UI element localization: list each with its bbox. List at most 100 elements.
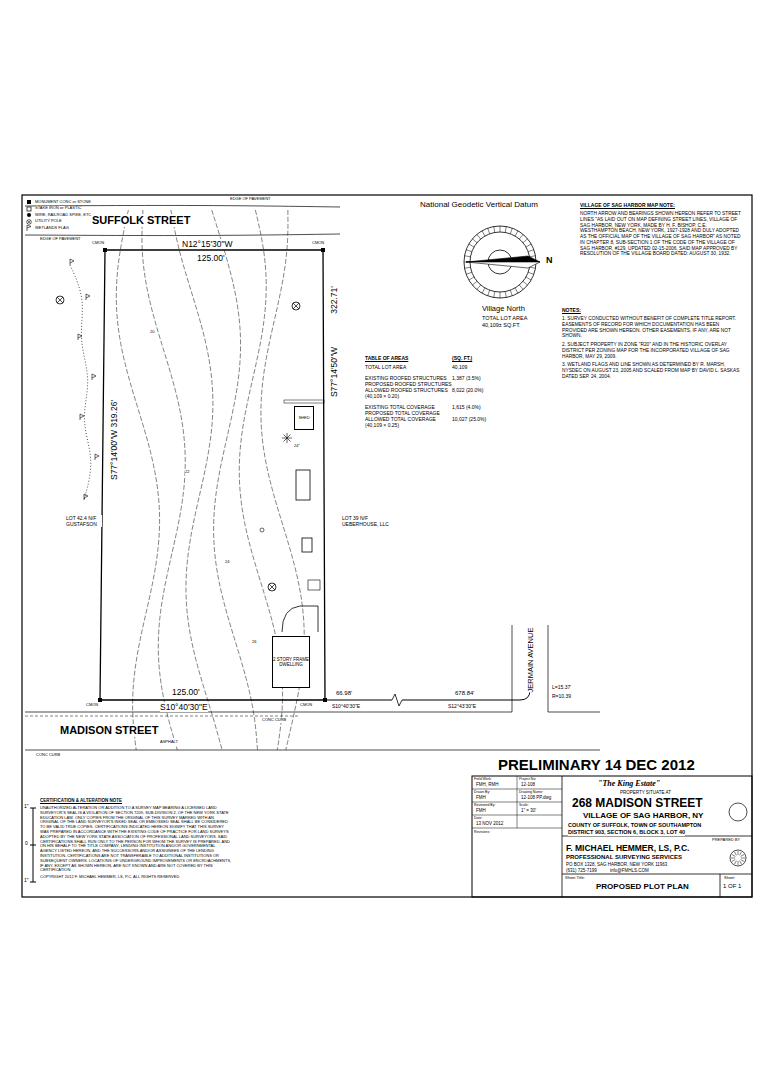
bearing: S12°43'30"E bbox=[448, 703, 476, 709]
datum-note: National Geodetic Vertical Datum bbox=[420, 200, 538, 210]
sheet-number: 1 OF 1 bbox=[723, 883, 741, 890]
title-block-rule bbox=[472, 828, 562, 829]
sheet-border bbox=[22, 195, 752, 897]
compass-tick bbox=[465, 256, 471, 257]
compass-tick bbox=[494, 292, 495, 298]
table-cell: 1,615 (4.0%) bbox=[452, 404, 481, 410]
map-note: NORTH ARROW AND BEARINGS SHOWN HEREON RE… bbox=[580, 211, 744, 257]
compass-tick bbox=[530, 267, 536, 268]
compass-tick bbox=[505, 227, 506, 233]
building-label: 2 STORY FRAME DWELLING bbox=[273, 657, 309, 667]
compass-tick bbox=[523, 281, 528, 285]
cell-caption: Drawn By: bbox=[474, 790, 490, 794]
monument-symbol bbox=[103, 248, 107, 252]
cell-caption: Date: bbox=[474, 816, 482, 820]
contour-elevation: 26 bbox=[252, 640, 256, 645]
property-line bbox=[100, 250, 325, 700]
title-label: Sheet bbox=[724, 876, 734, 881]
survey-note: 3. WETLAND FLAGS AND LINE SHOWN AS DETER… bbox=[562, 362, 744, 379]
distance: 322.71' bbox=[329, 286, 339, 314]
firm-logo bbox=[738, 851, 739, 855]
street-line bbox=[325, 700, 392, 701]
cell-caption: Revisions: bbox=[474, 830, 490, 834]
pavement-edge bbox=[548, 625, 549, 712]
firm-logo bbox=[740, 861, 742, 864]
street-line bbox=[402, 700, 520, 701]
firm-logo bbox=[732, 860, 735, 862]
adjoiner-label: LOT 39 N/F UEBERHOUSE, LLC bbox=[342, 515, 392, 527]
contour-line bbox=[212, 210, 258, 750]
monument-label: CMON bbox=[300, 703, 312, 708]
contour-line bbox=[116, 210, 159, 750]
wetland-flag bbox=[80, 414, 84, 420]
contour-elevation: 20 bbox=[150, 330, 154, 335]
sheet-title: PROPOSED PLOT PLAN bbox=[596, 882, 689, 892]
compass-tick bbox=[466, 272, 472, 274]
monument-symbol bbox=[321, 248, 325, 252]
firm-logo bbox=[741, 855, 744, 857]
compass-tick bbox=[488, 228, 490, 234]
compass-tick bbox=[494, 227, 495, 233]
cell-value: 13 NOV 2012 bbox=[476, 821, 503, 826]
cesspool-symbol bbox=[260, 528, 264, 532]
compass-tick bbox=[519, 234, 523, 239]
compass-tick bbox=[466, 250, 472, 252]
title-label: Sheet Title: bbox=[565, 876, 585, 881]
cell-value: FMH, RMH bbox=[476, 782, 499, 787]
tree-symbol bbox=[292, 302, 300, 310]
compass-tick bbox=[523, 239, 528, 243]
cell-value: FMH bbox=[476, 795, 486, 800]
title-block-rule bbox=[562, 776, 563, 897]
note-heading: CERTIFICATION & ALTERATION NOTE bbox=[40, 798, 122, 803]
scale-tick bbox=[30, 882, 36, 883]
wetland-flag bbox=[92, 374, 96, 380]
firm-logo bbox=[732, 855, 735, 857]
compass-tick bbox=[472, 281, 477, 285]
cell-caption: Project No: bbox=[519, 777, 536, 781]
title-label: PO BOX 1328, SAG HARBOR, NEW YORK 11963 bbox=[566, 862, 667, 867]
distance: 66.98' bbox=[336, 690, 352, 697]
compass-tick bbox=[500, 292, 501, 298]
title-block-rule bbox=[562, 836, 752, 837]
street-name: MADISON STREET bbox=[60, 724, 158, 737]
tree-symbol bbox=[269, 584, 275, 590]
adjoiner-label: LOT 42.4 N/F GUSTAFSON bbox=[66, 515, 102, 527]
compass-tick bbox=[528, 272, 534, 274]
pavement-edge bbox=[512, 625, 513, 712]
legend-symbol bbox=[26, 199, 33, 205]
legend-label: UTILITY POLE bbox=[35, 219, 62, 224]
monument-label: CMON bbox=[86, 703, 98, 708]
plan-label: ASPHALT bbox=[160, 740, 178, 745]
distance: 678.84' bbox=[455, 690, 475, 697]
tree-symbol bbox=[293, 303, 299, 309]
compass-tick bbox=[482, 288, 485, 293]
plan-label: CONC CURB bbox=[262, 718, 286, 723]
wetland-line bbox=[70, 265, 91, 500]
surveyor-name: F. MICHAEL HEMMER, LS, P.C. bbox=[566, 843, 689, 853]
cell-value: 12-108 PP.dwg bbox=[521, 795, 551, 800]
title-label: PROFESSIONAL SURVEYING SERVICES bbox=[566, 854, 682, 861]
legend-label: MONUMENT CONC or STONE bbox=[35, 200, 91, 205]
plan-label: EDGE OF PAVEMENT bbox=[40, 237, 81, 242]
cell-value: FMH bbox=[476, 808, 486, 813]
compass-tick bbox=[515, 288, 518, 293]
compass-tick bbox=[482, 231, 485, 236]
compass-tick bbox=[472, 239, 477, 243]
compass-tick bbox=[526, 277, 531, 280]
status-stamp: PRELIMINARY 14 DEC 2012 bbox=[498, 756, 695, 774]
contour-line bbox=[171, 210, 222, 750]
legend-entry: MONUMENT CONC or STONE bbox=[26, 199, 91, 205]
title-block-rule bbox=[472, 815, 562, 816]
table-heading: TABLE OF AREAS bbox=[365, 355, 408, 361]
pavement-edge bbox=[25, 750, 600, 751]
tree-symbol bbox=[56, 296, 64, 304]
structure-outline bbox=[302, 538, 312, 552]
compass-tick bbox=[477, 285, 481, 290]
north-arrow bbox=[466, 262, 540, 268]
structure-outline bbox=[296, 470, 310, 500]
title-label: PROPERTY SITUATE AT bbox=[620, 790, 671, 795]
north-label: Village North bbox=[482, 304, 525, 313]
cell-value: 1" = 30' bbox=[521, 808, 536, 813]
firm-logo bbox=[735, 852, 737, 855]
compass-tick bbox=[528, 250, 534, 252]
